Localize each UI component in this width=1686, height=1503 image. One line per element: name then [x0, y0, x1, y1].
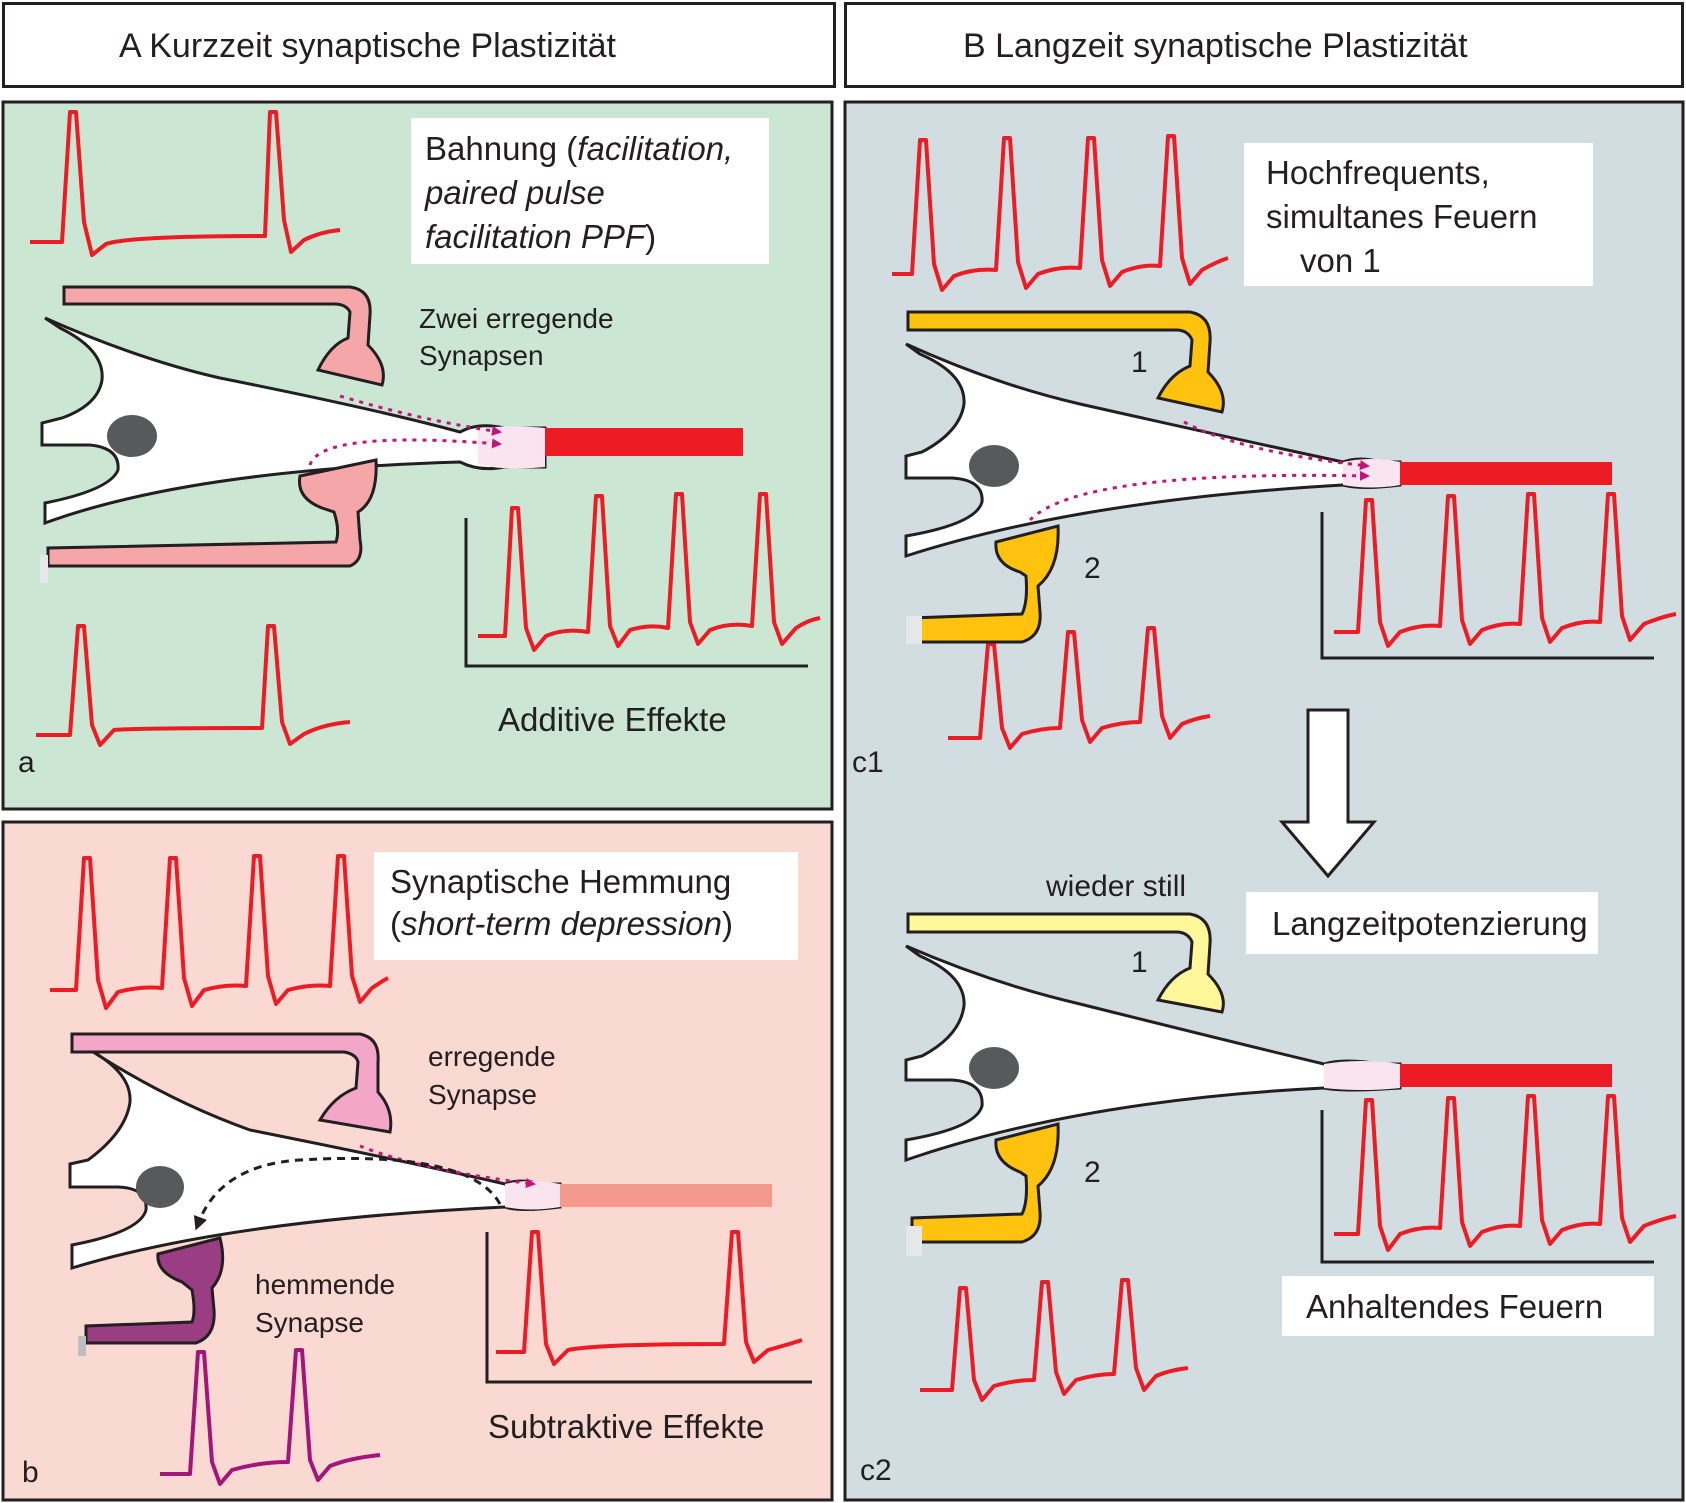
spike-trace-inhibitory	[160, 1348, 381, 1486]
axon-hillock	[478, 426, 545, 469]
neuron-soma-c1	[904, 342, 1402, 559]
panel-letter-c2: c2	[860, 1454, 892, 1487]
svg-text:paired pulse: paired pulse	[424, 174, 605, 211]
panel-c-background	[843, 100, 1685, 1502]
effect-label-box-c2	[1282, 1276, 1654, 1336]
signal-arrow-c1-bottom	[1028, 470, 1370, 522]
svg-text:Synapse: Synapse	[428, 1079, 537, 1110]
wieder-still-label: wieder still	[1045, 870, 1186, 903]
spike-trace-output-c2	[1334, 1094, 1677, 1252]
panel-b-title-box	[374, 852, 798, 960]
synapse-number-1-c2: 1	[1131, 946, 1148, 979]
spike-trace-input-1	[30, 110, 341, 257]
output-axis	[464, 518, 808, 668]
synapse-number-2-c2: 2	[1084, 1156, 1101, 1189]
signal-arrow-bottom	[308, 438, 502, 466]
output-axis-b	[485, 1232, 812, 1384]
header-long-term: B Langzeit synaptische Plastizität	[844, 2, 1684, 88]
panel-c1-title-box	[1244, 143, 1593, 286]
cell-nucleus-c1	[969, 445, 1019, 487]
panel-letter-b: b	[22, 1456, 39, 1489]
signal-arrow-top	[339, 394, 502, 436]
ltp-label: Langzeitpotenzierung	[1272, 905, 1588, 942]
panel-b: Synaptische Hemmung (short-term depressi…	[22, 852, 812, 1489]
svg-text:Synapsen: Synapsen	[419, 340, 544, 371]
transition-arrow	[1278, 708, 1378, 879]
signal-arrow-excitatory	[359, 1144, 536, 1188]
svg-text:Synapse: Synapse	[255, 1307, 364, 1338]
inhibitory-synapse	[84, 1236, 225, 1345]
signal-arrow-c1-top	[1183, 420, 1370, 471]
effect-label-b: Subtraktive Effekte	[488, 1408, 764, 1445]
svg-text:(short-term depression): (short-term depression)	[390, 905, 733, 942]
synapse-number-2-c1: 2	[1084, 552, 1101, 585]
axon-segment-c2	[1400, 1064, 1612, 1087]
inhibition-arrow	[193, 1156, 502, 1231]
panel-letter-a: a	[18, 746, 35, 779]
neuron-soma-c2	[904, 944, 1402, 1163]
svg-text:facilitation PPF): facilitation PPF)	[425, 218, 656, 255]
synapse-number-1-c1: 1	[1131, 346, 1148, 379]
panel-a-title-box	[411, 118, 769, 264]
excitatory-synapse-bottom	[46, 458, 378, 568]
panel-a: Bahnung (facilitation, paired pulse faci…	[18, 110, 821, 779]
ltp-label-box	[1246, 892, 1598, 954]
synapse-2-c2	[910, 1122, 1060, 1244]
synapse-1-c2	[906, 912, 1225, 1014]
spike-trace-output-subtractive	[496, 1230, 803, 1366]
svg-text:Synaptische Hemmung: Synaptische Hemmung	[390, 863, 731, 900]
spike-trace-c2-input-2	[920, 1278, 1189, 1402]
effect-label-c2: Anhaltendes Feuern	[1306, 1288, 1603, 1325]
panel-c1: Hochfrequents, simultanes Feuern von 1 1…	[852, 134, 1677, 779]
header-short-term-label: A Kurzzeit synaptische Plastizität	[119, 27, 617, 65]
spike-trace-c1-input-2	[948, 626, 1211, 750]
panel-c2: wieder still Langzeitpotenzierung 1 2 An…	[860, 870, 1677, 1487]
inhibitory-label: hemmende	[255, 1269, 395, 1300]
neuron-soma-b	[68, 1036, 562, 1271]
svg-text:Hochfrequents,: Hochfrequents,	[1266, 154, 1490, 191]
spike-trace-excitatory-input	[50, 854, 389, 1010]
spike-trace-output-c1	[1334, 492, 1677, 648]
svg-text:von 1: von 1	[1300, 242, 1381, 279]
excitatory-synapse-b	[70, 1032, 393, 1134]
cell-nucleus-b	[136, 1166, 184, 1208]
output-axis-c1	[1320, 512, 1654, 660]
panel-letter-c1: c1	[852, 746, 884, 779]
svg-text:simultanes Feuern: simultanes Feuern	[1266, 198, 1537, 235]
header-long-term-label: B Langzeit synaptische Plastizität	[963, 27, 1468, 65]
header-short-term: A Kurzzeit synaptische Plastizität	[2, 2, 836, 88]
cell-nucleus-c2	[969, 1047, 1019, 1089]
spike-trace-input-2	[36, 624, 351, 747]
axon-segment-c1	[1400, 462, 1612, 485]
axon-segment	[545, 428, 743, 456]
synapse-label-a: Zwei erregende	[419, 303, 614, 334]
synapse-1-c1	[906, 310, 1225, 414]
output-axis-c2	[1320, 1110, 1654, 1264]
spike-trace-output-additive	[478, 492, 821, 652]
excitatory-label-b: erregende	[428, 1041, 556, 1072]
neuron-soma	[40, 316, 547, 526]
svg-text:Bahnung (facilitation,: Bahnung (facilitation,	[425, 130, 733, 167]
axon-segment-depressed	[560, 1184, 772, 1207]
effect-label-a: Additive Effekte	[498, 701, 727, 738]
excitatory-synapse-top	[62, 285, 385, 387]
spike-trace-c1-input-1	[892, 134, 1229, 292]
synapse-2-c1	[910, 524, 1060, 644]
cell-nucleus	[107, 415, 157, 457]
